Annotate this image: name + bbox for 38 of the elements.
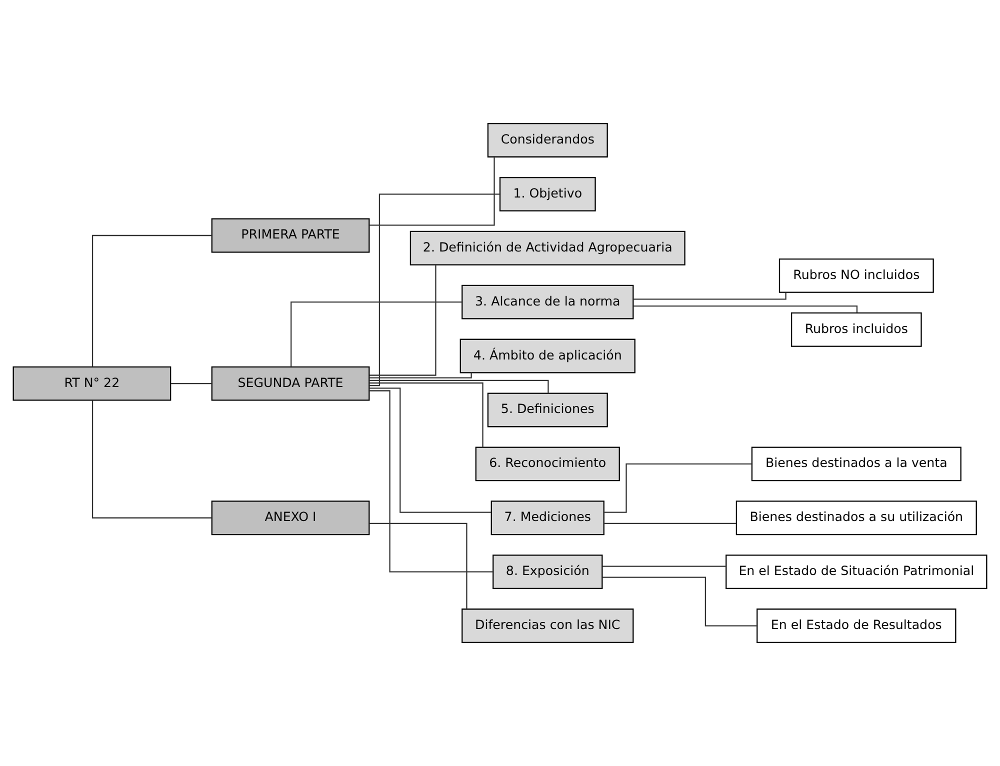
node-box: 6. Reconocimiento [475,446,620,482]
connector [633,292,786,300]
connector [369,194,500,386]
connector [604,522,736,524]
node-box: 5. Definiciones [487,392,608,428]
node-box: Bienes destinados a la venta [751,446,962,482]
node-box: 2. Definición de Actividad Agropecuaria [410,230,686,266]
connector [369,388,492,513]
node-box: En el Estado de Situación Patrimonial [726,554,988,590]
node-box: 3. Alcance de la norma [462,284,634,320]
connector [604,463,752,513]
connector [370,265,436,376]
node-box: 4. Ámbito de aplicación [460,338,636,374]
node-box: Diferencias con las NIC [462,608,634,643]
connector [369,522,468,609]
node-box: ANEXO I [211,500,370,536]
node-box: PRIMERA PARTE [211,218,370,253]
connector [92,234,212,367]
connector [369,382,484,448]
node-box: Bienes destinados a su utilización [736,500,977,536]
node-box: 7. Mediciones [490,500,604,536]
connector [369,390,493,572]
node-box: Rubros incluidos [790,312,922,347]
connector [602,566,726,567]
node-box: SEGUNDA PARTE [211,366,370,401]
node-box: RT N° 22 [12,366,172,401]
node-box: 1. Objetivo [499,176,596,212]
connector [369,157,495,226]
node-box: 8. Exposición [492,554,603,590]
connector [92,400,212,518]
node-box: Considerandos [487,123,608,158]
connector [369,372,472,378]
node-box: En el Estado de Resultados [756,608,956,643]
node-box: Rubros NO incluidos [778,258,934,293]
connector [290,302,462,367]
connector [171,383,212,384]
connector [633,306,858,313]
connector [602,576,757,626]
